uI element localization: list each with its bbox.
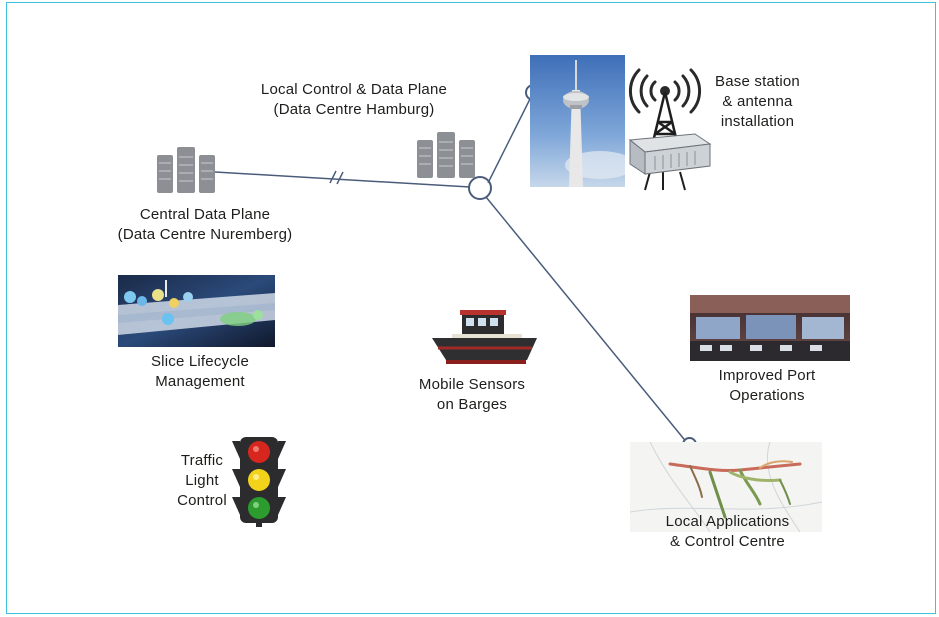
traffic-light-label: Traffic Light Control xyxy=(162,451,242,511)
traffic-light-line-2: Light xyxy=(185,472,219,489)
base-station-line-3: installation xyxy=(720,113,795,130)
local-apps-line-1: Local Applications xyxy=(665,513,790,530)
local-control-title: Local Control & Data Plane xyxy=(260,81,448,98)
hub-node xyxy=(468,176,492,200)
local-apps-map-image xyxy=(630,442,822,532)
local-apps-label: Local Applications & Control Centre xyxy=(640,512,815,552)
base-station-box-icon xyxy=(628,133,712,175)
central-plane-subtitle: (Data Centre Nuremberg) xyxy=(117,226,293,243)
slice-lifecycle-line-1: Slice Lifecycle xyxy=(150,353,250,370)
connection-lines xyxy=(214,94,689,445)
tv-tower-photo xyxy=(530,55,625,187)
barge-icon xyxy=(432,310,537,364)
traffic-light-line-1: Traffic xyxy=(180,452,224,469)
antenna-icon xyxy=(628,68,702,191)
local-control-label: Local Control & Data Plane (Data Centre … xyxy=(238,80,470,120)
local-apps-line-2: & Control Centre xyxy=(670,533,785,550)
slice-lifecycle-line-2: Management xyxy=(155,373,245,390)
base-station-line-1: Base station xyxy=(715,73,800,90)
server-rack-icon xyxy=(157,147,215,193)
base-station-label: Base station & antenna installation xyxy=(700,72,815,132)
mobile-sensors-label: Mobile Sensors on Barges xyxy=(408,375,536,415)
mobile-sensors-line-1: Mobile Sensors xyxy=(418,376,526,393)
figure-frame xyxy=(6,2,936,614)
traffic-light-icon xyxy=(232,437,286,527)
local-control-subtitle: (Data Centre Hamburg) xyxy=(273,101,435,118)
base-station-line-2: & antenna xyxy=(722,93,793,110)
port-operations-label: Improved Port Operations xyxy=(705,366,829,406)
slice-lifecycle-label: Slice Lifecycle Management xyxy=(135,352,265,392)
port-operations-image xyxy=(690,295,850,361)
central-plane-label: Central Data Plane (Data Centre Nurember… xyxy=(100,205,310,245)
central-plane-title: Central Data Plane xyxy=(139,206,271,223)
mobile-sensors-line-2: on Barges xyxy=(436,396,508,413)
traffic-light-line-3: Control xyxy=(177,492,227,509)
server-rack-icon xyxy=(417,132,475,178)
slice-lifecycle-image xyxy=(118,275,275,347)
port-operations-line-2: Operations xyxy=(729,387,805,404)
port-operations-line-1: Improved Port xyxy=(718,367,816,384)
